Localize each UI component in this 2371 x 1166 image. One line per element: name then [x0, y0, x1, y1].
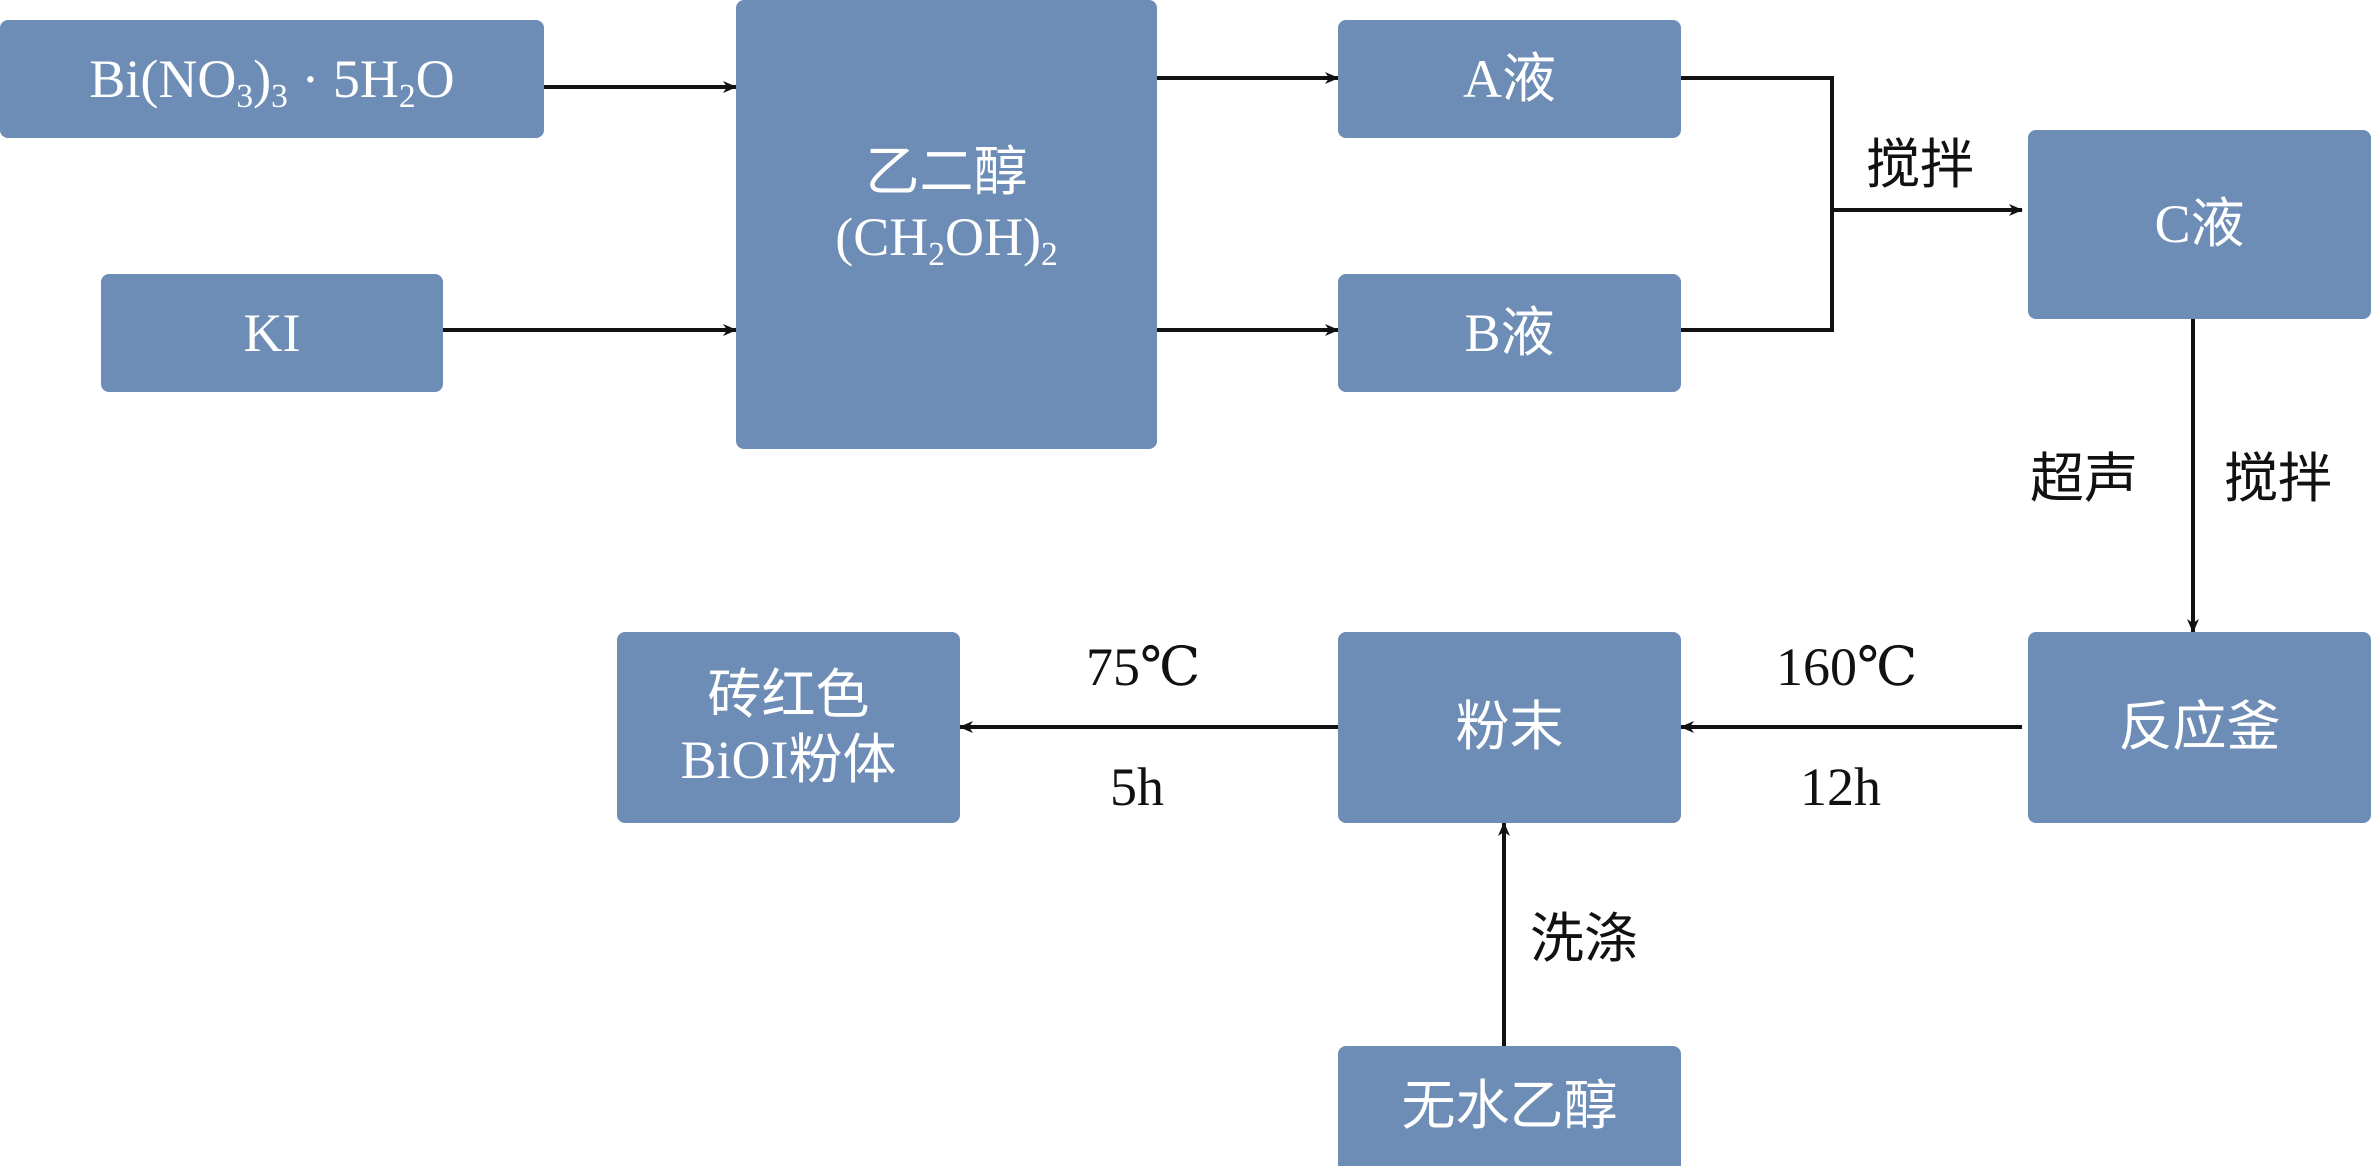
node-solution-b: B液 — [1338, 274, 1681, 392]
edge-label-stir-down: 搅拌 — [2224, 449, 2332, 509]
node-powder-label: 粉末 — [1455, 697, 1564, 758]
merge-a-b-line — [1681, 76, 1834, 332]
node-reactor: 反应釜 — [2028, 632, 2371, 823]
node-solution-c: C液 — [2028, 130, 2371, 319]
node-bismuth-nitrate: Bi(NO3)3 · 5H2O — [0, 20, 544, 138]
node-product: 砖红色 BiOI粉体 — [617, 632, 960, 823]
edge-label-stir-merge: 搅拌 — [1866, 135, 1974, 195]
node-solution-a-label: A液 — [1463, 48, 1556, 109]
node-ethanol: 无水乙醇 — [1338, 1046, 1681, 1166]
node-solution-b-label: B液 — [1464, 302, 1555, 363]
edge-label-time-5h: 5h — [1110, 757, 1164, 817]
edge-label-time-12h: 12h — [1800, 757, 1881, 817]
node-ethylene-glycol-formula: (CH2OH)2 — [835, 206, 1058, 273]
edge-label-wash: 洗涤 — [1530, 909, 1638, 969]
node-solution-c-label: C液 — [2154, 194, 2245, 255]
edge-label-ultrasound: 超声 — [2030, 449, 2138, 509]
node-product-line1: 砖红色 — [707, 664, 870, 725]
node-product-line2: BiOI粉体 — [680, 729, 897, 790]
node-ethylene-glycol: 乙二醇 (CH2OH)2 — [736, 0, 1157, 449]
node-solution-a: A液 — [1338, 20, 1681, 138]
node-reactor-label: 反应釜 — [2118, 697, 2281, 758]
edge-label-temp-75: 75℃ — [1086, 637, 1201, 697]
node-ethanol-label: 无水乙醇 — [1401, 1075, 1618, 1136]
node-ki: KI — [101, 274, 443, 392]
node-ethylene-glycol-name: 乙二醇 — [865, 142, 1028, 202]
edge-label-temp-160: 160℃ — [1776, 637, 1918, 697]
node-ki-label: KI — [243, 302, 301, 363]
node-bismuth-nitrate-label: Bi(NO3)3 · 5H2O — [89, 48, 455, 115]
node-powder: 粉末 — [1338, 632, 1681, 823]
